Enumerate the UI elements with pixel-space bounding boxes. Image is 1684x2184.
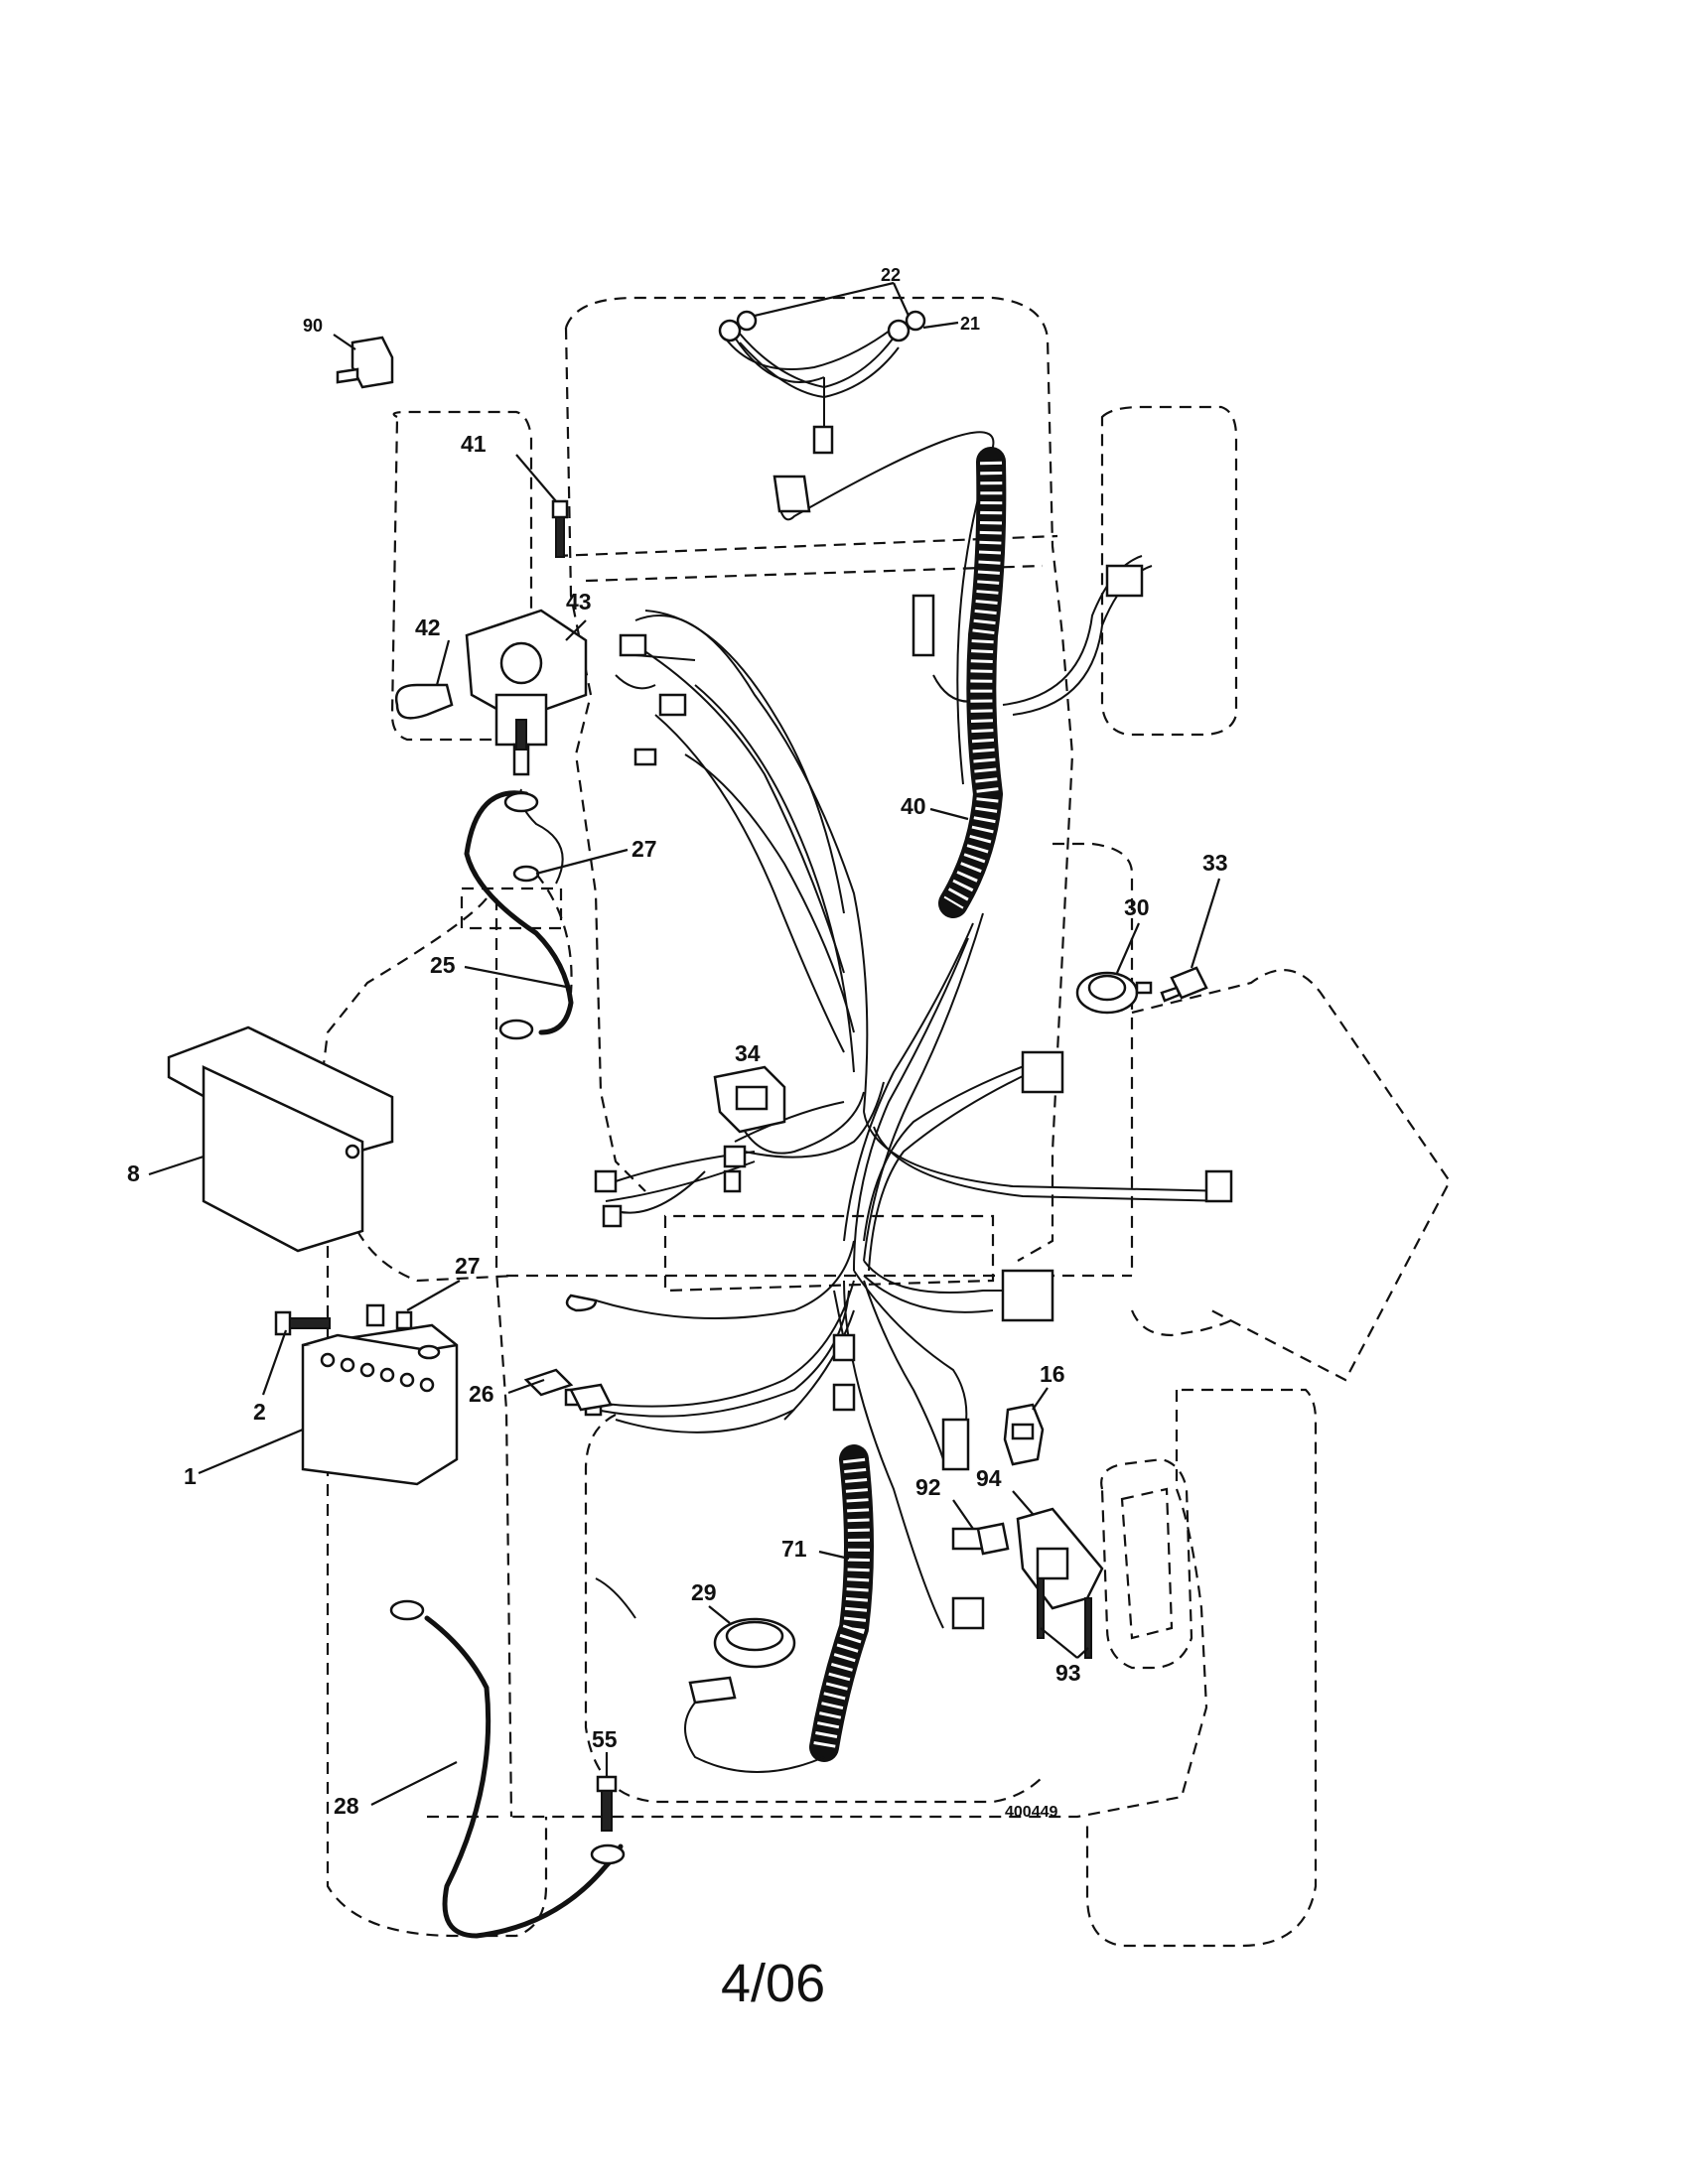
callout-27-bottom: 27 bbox=[455, 1253, 481, 1279]
cable-28 bbox=[389, 1599, 626, 1939]
solenoid-43 bbox=[465, 609, 588, 776]
callout-30: 30 bbox=[1124, 894, 1150, 920]
callout-42: 42 bbox=[415, 614, 441, 640]
callouts: 90 22 21 41 42 43 27 25 40 30 33 34 8 27… bbox=[127, 265, 1228, 1819]
leader-lines bbox=[148, 281, 1221, 1806]
bolt-2 bbox=[274, 1310, 331, 1336]
callout-8: 8 bbox=[127, 1160, 140, 1186]
callout-21: 21 bbox=[960, 314, 980, 334]
bolt-55 bbox=[596, 1775, 618, 1832]
callout-27-top: 27 bbox=[632, 836, 657, 862]
callout-16: 16 bbox=[1040, 1361, 1065, 1387]
callout-55: 55 bbox=[592, 1726, 618, 1752]
switch-34 bbox=[713, 1065, 786, 1193]
date-code: 4/06 bbox=[721, 1954, 825, 2013]
callout-94: 94 bbox=[976, 1465, 1002, 1491]
wire-loom-71 bbox=[809, 1444, 874, 1762]
nut-27 bbox=[395, 1310, 413, 1330]
switch-16 bbox=[1003, 1403, 1045, 1466]
callout-34: 34 bbox=[735, 1040, 761, 1066]
part-29 bbox=[684, 1617, 825, 1773]
screws-93 bbox=[1037, 1577, 1092, 1659]
callout-29: 29 bbox=[691, 1579, 717, 1605]
callout-1: 1 bbox=[184, 1463, 197, 1489]
module-33 bbox=[1160, 966, 1208, 1003]
headlight-harness bbox=[718, 310, 926, 455]
callout-71: 71 bbox=[781, 1536, 807, 1562]
callout-40: 40 bbox=[901, 793, 926, 819]
callout-93: 93 bbox=[1055, 1660, 1081, 1686]
bracket-42 bbox=[394, 683, 454, 720]
callout-33: 33 bbox=[1202, 850, 1228, 876]
pedal-outline bbox=[1100, 1457, 1193, 1670]
callout-22: 22 bbox=[881, 265, 901, 285]
callout-92: 92 bbox=[915, 1474, 941, 1500]
callout-41: 41 bbox=[461, 431, 487, 457]
callout-26: 26 bbox=[469, 1381, 494, 1407]
connectors bbox=[564, 475, 1233, 1630]
callout-43: 43 bbox=[566, 589, 592, 614]
part-90 bbox=[336, 336, 394, 389]
cable-25 bbox=[464, 790, 574, 1040]
switch-94 bbox=[1016, 1507, 1104, 1610]
callout-2: 2 bbox=[253, 1399, 266, 1425]
wire-loom-40 bbox=[938, 447, 1007, 918]
wiring-harness bbox=[519, 327, 1232, 1629]
battery-1 bbox=[301, 1303, 459, 1486]
drawing-number: 400449 bbox=[1005, 1804, 1057, 1821]
ignition-switch-30 bbox=[1075, 971, 1153, 1015]
battery-box-8 bbox=[167, 1025, 394, 1253]
callout-25: 25 bbox=[430, 952, 456, 978]
bolt-41 bbox=[551, 499, 569, 558]
washer-27 bbox=[512, 865, 540, 883]
callout-28: 28 bbox=[334, 1793, 359, 1819]
connector-92 bbox=[976, 1522, 1010, 1556]
callout-90: 90 bbox=[303, 316, 323, 336]
fuse-26 bbox=[523, 1368, 613, 1412]
